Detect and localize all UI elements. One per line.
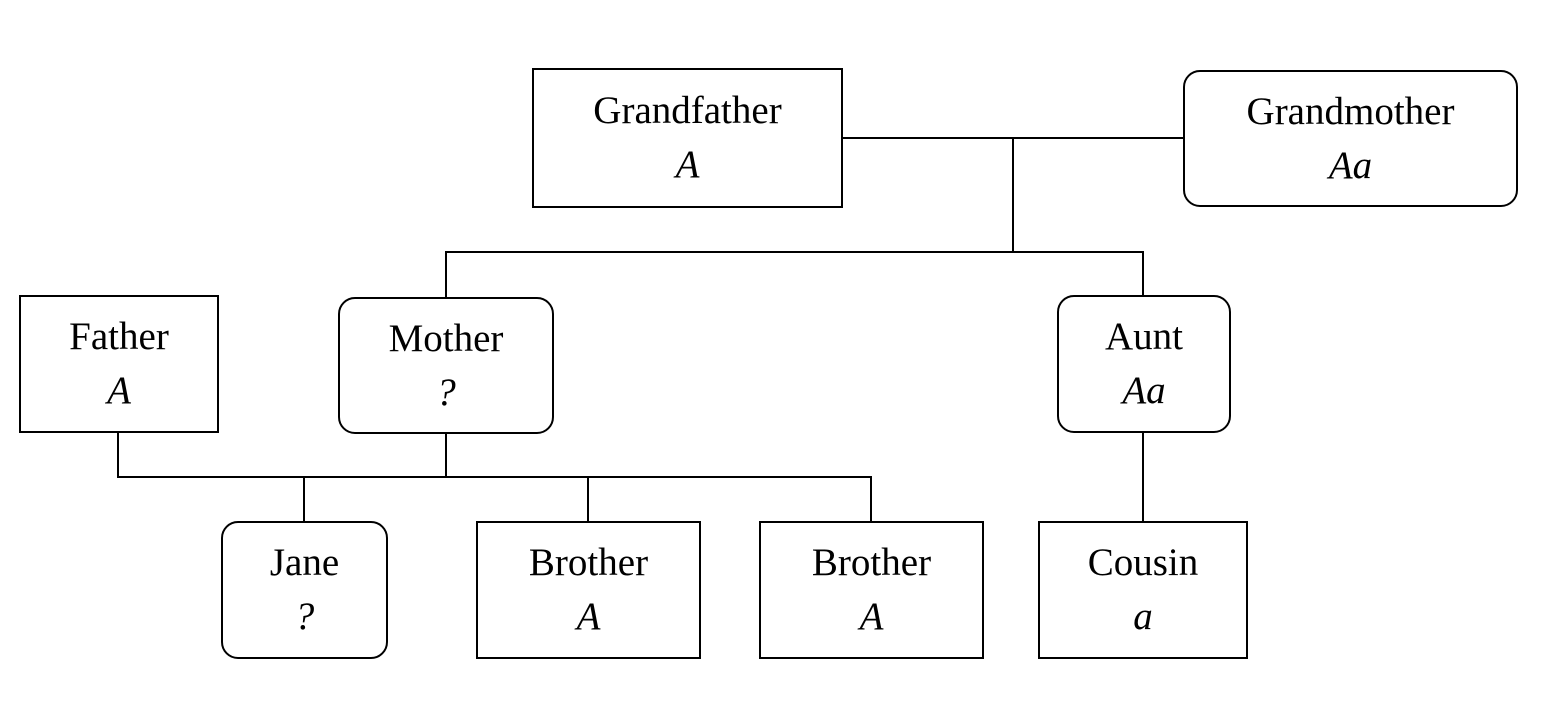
node-grandfather-label: Grandfather — [593, 89, 782, 132]
node-cousin-label: Cousin — [1087, 541, 1199, 584]
connector-grandparents-drop — [1012, 138, 1014, 252]
node-grandfather-genotype: A — [675, 143, 700, 186]
connector-brother1-drop — [587, 476, 589, 523]
node-grandmother-genotype: Aa — [1328, 143, 1373, 187]
node-brother2-label: Brother — [811, 541, 932, 584]
connector-mother-stub — [445, 251, 447, 299]
node-jane: Jane ? — [221, 521, 388, 659]
node-brother2: Brother A — [759, 521, 984, 659]
connector-generation2-bar — [445, 251, 1144, 253]
node-brother1-label: Brother — [528, 541, 649, 584]
node-brother1: Brother A — [476, 521, 701, 659]
node-jane-label: Jane — [269, 541, 340, 584]
node-cousin: Cousin a — [1038, 521, 1248, 659]
node-aunt: Aunt Aa — [1057, 295, 1231, 433]
connector-siblings-bar — [117, 476, 872, 478]
node-father-genotype: A — [107, 369, 131, 412]
node-brother2-genotype: A — [859, 595, 884, 638]
connector-jane-drop — [303, 476, 305, 523]
connector-aunt-cousin — [1142, 432, 1144, 523]
connector-aunt-stub — [1142, 251, 1144, 297]
node-brother1-genotype: A — [576, 595, 601, 638]
connector-brother2-drop — [870, 476, 872, 523]
node-grandmother-label: Grandmother — [1246, 89, 1455, 133]
node-grandmother: Grandmother Aa — [1183, 70, 1518, 207]
node-aunt-genotype: Aa — [1122, 369, 1166, 412]
node-mother: Mother ? — [338, 297, 554, 434]
node-father: Father A — [19, 295, 219, 433]
node-grandfather: Grandfather A — [532, 68, 843, 208]
connector-mother-drop — [445, 432, 447, 478]
connector-father-drop — [117, 432, 119, 478]
node-father-label: Father — [69, 315, 169, 358]
node-jane-genotype: ? — [294, 595, 315, 638]
node-mother-genotype: ? — [436, 370, 456, 414]
node-cousin-genotype: a — [1133, 595, 1153, 638]
node-mother-label: Mother — [388, 316, 504, 360]
node-aunt-label: Aunt — [1105, 315, 1183, 358]
